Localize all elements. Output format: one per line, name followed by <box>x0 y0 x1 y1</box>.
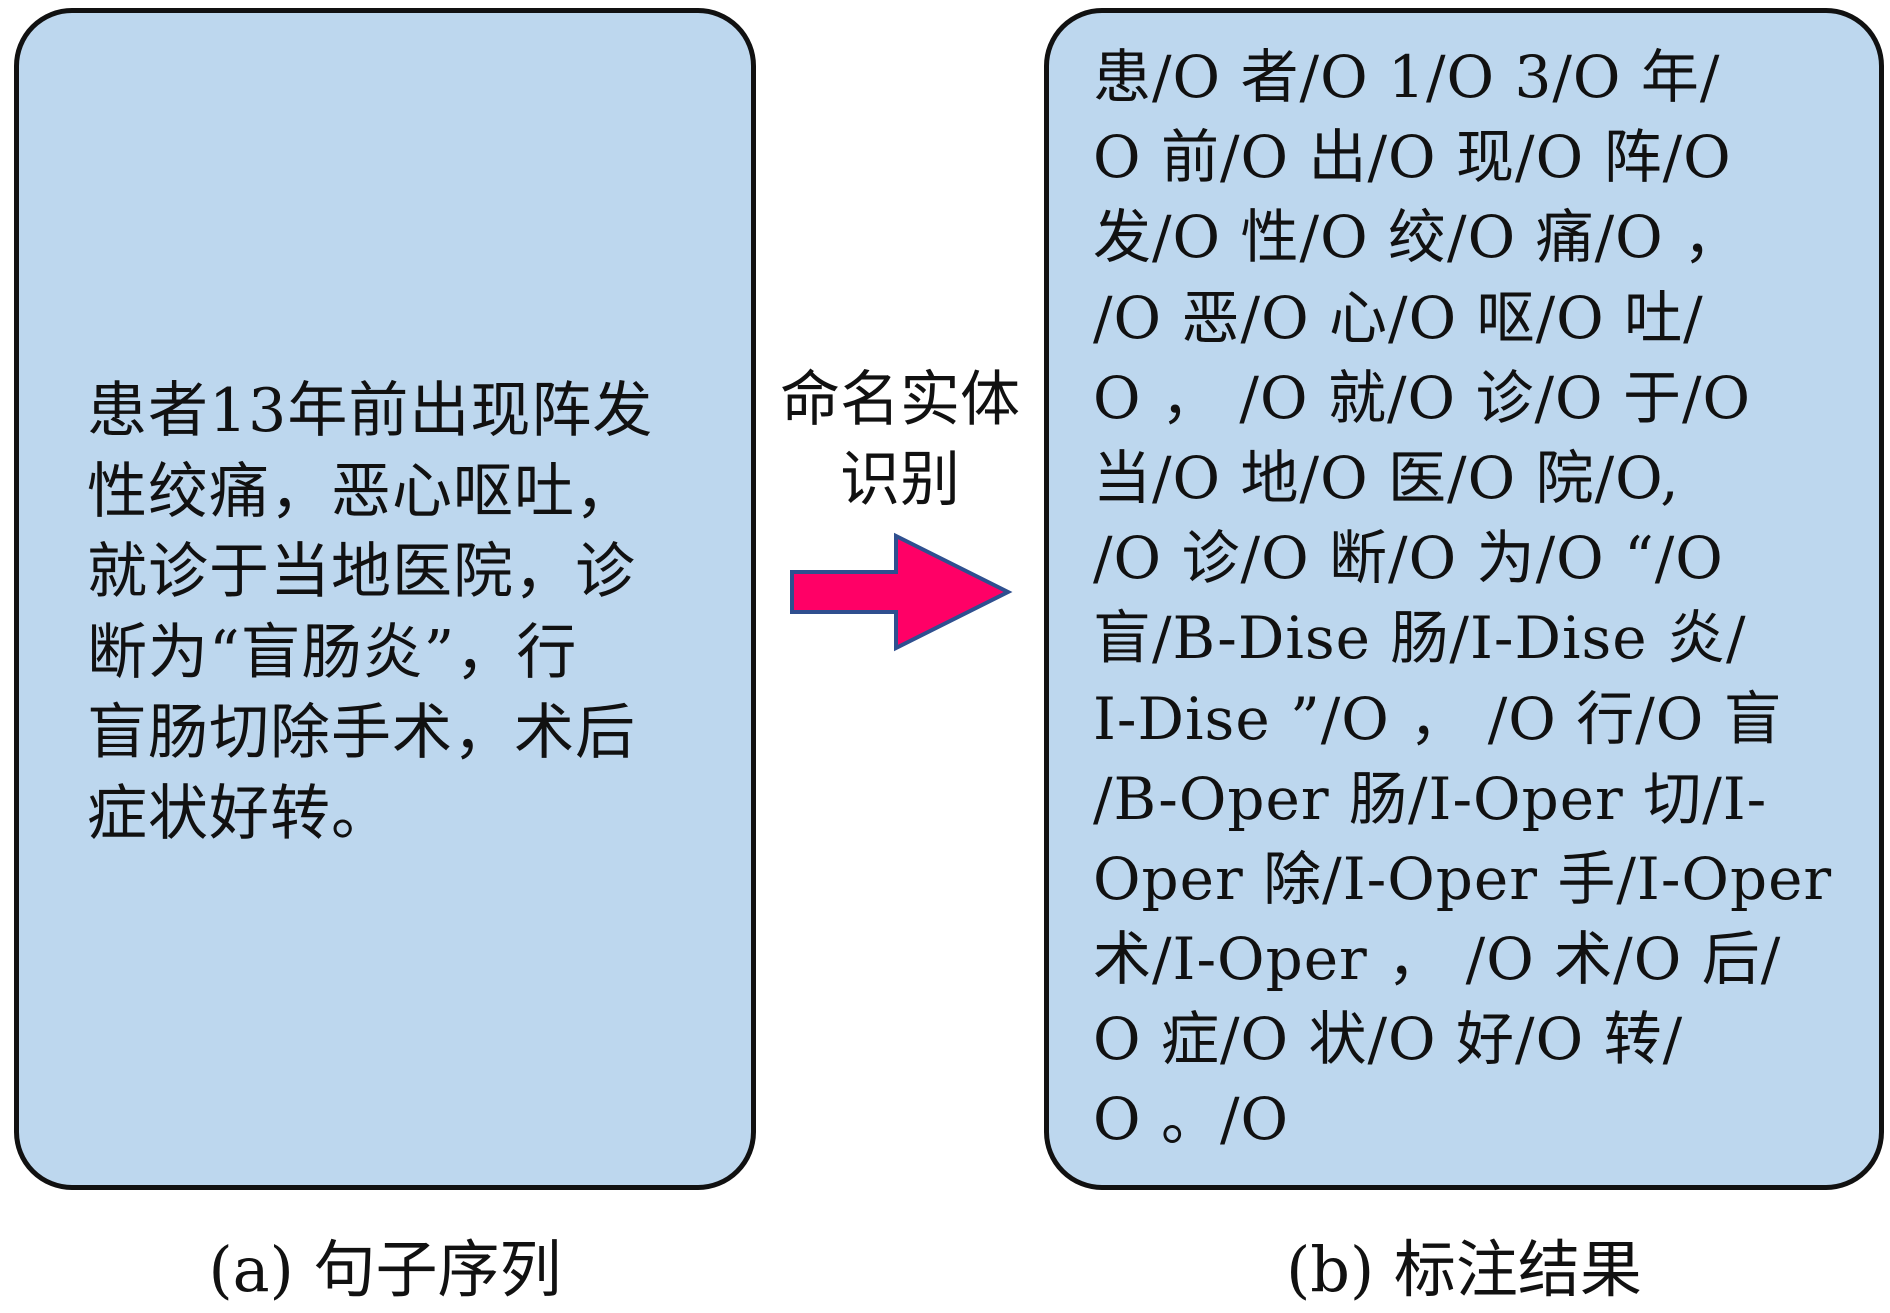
sentence-line: 症状好转。 <box>87 778 392 849</box>
arrow-shape <box>790 532 1013 652</box>
caption-sentence-sequence: (a) 句子序列 <box>208 1233 562 1306</box>
annotation-line: Oper 除/I-Oper 手/I-Oper <box>1093 844 1833 913</box>
caption-annotation-result: (b) 标注结果 <box>1286 1233 1642 1306</box>
annotation-line: /O 恶/O 心/O 呕/O 吐/ <box>1093 283 1704 352</box>
sentence-line: 断为“盲肠炎”，行 <box>87 617 578 688</box>
arrow-label-line: 识别 <box>840 445 960 515</box>
annotation-line: O ， /O 就/O 诊/O 于/O <box>1093 363 1752 432</box>
annotation-line: O 前/O 出/O 现/O 阵/O <box>1093 123 1732 192</box>
annotation-text: 患/O 者/O 1/O 3/O 年/ O 前/O 出/O 现/O 阵/O 发/O… <box>1093 37 1832 1160</box>
sentence-panel: 患者13年前出现阵发 性绞痛，恶心呕吐， 就诊于当地医院，诊 断为“盲肠炎”，行… <box>14 8 756 1190</box>
sentence-line: 患者13年前出现阵发 <box>87 376 654 446</box>
annotation-line: 发/O 性/O 绞/O 痛/O ， <box>1093 203 1743 272</box>
annotation-line: O 。/O <box>1093 1085 1290 1154</box>
annotation-line: I-Dise ”/O ， /O 行/O 盲 <box>1093 684 1783 753</box>
sentence-line: 盲肠切除手术，术后 <box>87 698 636 768</box>
arrow-label-line: 命名实体 <box>780 365 1020 435</box>
annotation-panel: 患/O 者/O 1/O 3/O 年/ O 前/O 出/O 现/O 阵/O 发/O… <box>1044 8 1884 1190</box>
sentence-line: 性绞痛，恶心呕吐， <box>87 456 636 527</box>
annotation-line: /B-Oper 肠/I-Oper 切/I- <box>1093 764 1768 833</box>
annotation-line: 术/I-Oper ， /O 术/O 后/ <box>1093 925 1782 994</box>
annotation-line: 患/O 者/O 1/O 3/O 年/ <box>1093 43 1721 111</box>
annotation-line: /O 诊/O 断/O 为/O “/O <box>1093 524 1724 593</box>
annotation-line: 盲/B-Dise 肠/I-Dise 炎/ <box>1093 604 1747 673</box>
sentence-line: 就诊于当地医院，诊 <box>87 537 636 607</box>
right-arrow-icon <box>790 532 1013 652</box>
annotation-line: 当/O 地/O 医/O 院/O, <box>1093 443 1680 512</box>
sentence-text: 患者13年前出现阵发 性绞痛，恶心呕吐， 就诊于当地医院，诊 断为“盲肠炎”，行… <box>87 371 653 854</box>
ner-arrow-label: 命名实体 识别 <box>758 360 1042 520</box>
annotation-line: O 症/O 状/O 好/O 转/ <box>1093 1005 1684 1074</box>
